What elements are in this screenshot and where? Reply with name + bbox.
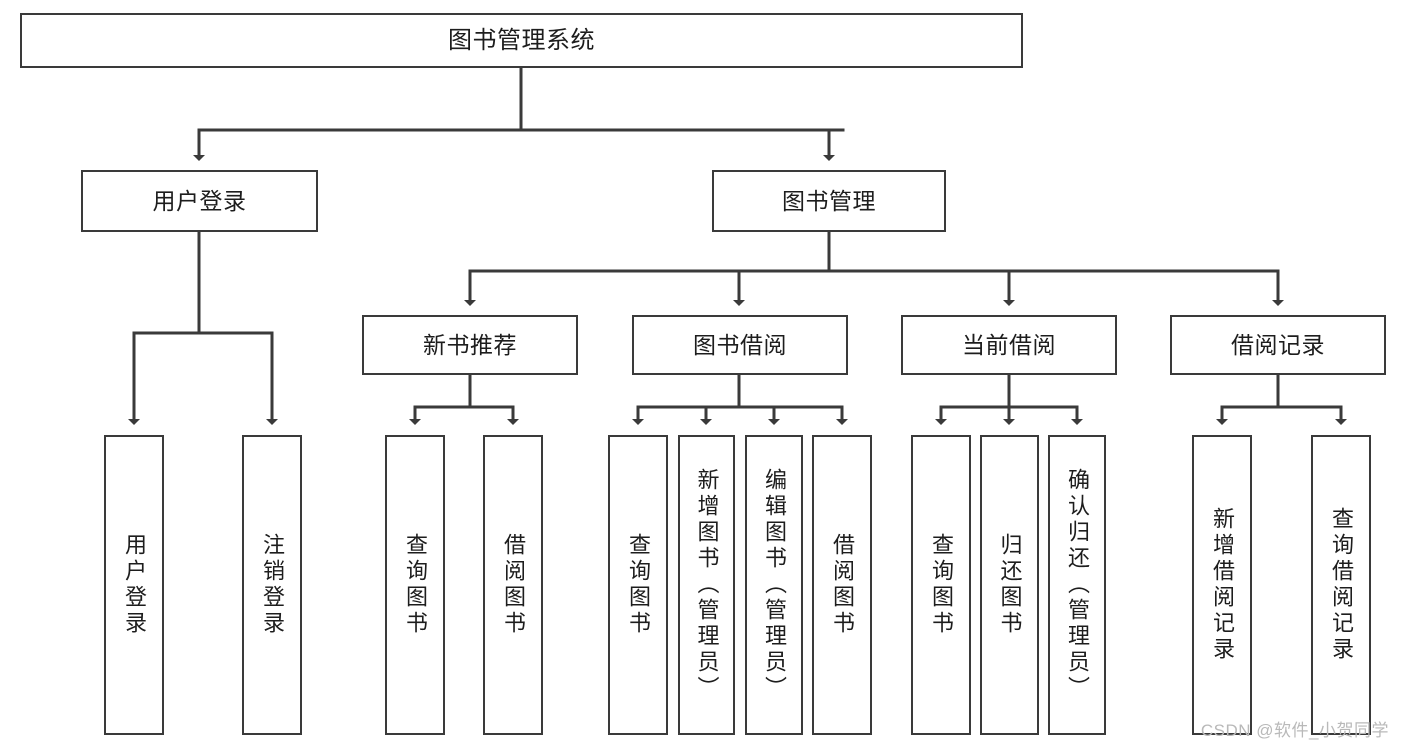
leaf-borrow-book-recommend-label: 借阅图书 xyxy=(501,533,526,637)
leaf-user-login-label: 用户登录 xyxy=(122,533,147,637)
node-current-borrow[interactable]: 当前借阅 xyxy=(901,315,1117,375)
leaf-add-borrow-record-label: 新增借阅记录 xyxy=(1210,507,1235,663)
leaf-return-book-label: 归还图书 xyxy=(997,533,1023,637)
leaf-borrow-book-recommend[interactable]: 借阅图书 xyxy=(483,435,543,735)
leaf-add-book-label: 新增图书（管理员） xyxy=(694,468,720,702)
leaf-add-book[interactable]: 新增图书（管理员） xyxy=(678,435,735,735)
leaf-confirm-return-label: 确认归还（管理员） xyxy=(1065,468,1090,702)
leaf-edit-book[interactable]: 编辑图书（管理员） xyxy=(745,435,803,735)
leaf-query-borrow-record-label: 查询借阅记录 xyxy=(1329,507,1354,663)
leaf-logout-label: 注销登录 xyxy=(260,533,285,637)
node-book-manage-label: 图书管理 xyxy=(782,187,876,214)
node-root-system-label: 图书管理系统 xyxy=(448,26,595,54)
leaf-query-book-borrow[interactable]: 查询图书 xyxy=(608,435,668,735)
node-user-login[interactable]: 用户登录 xyxy=(81,170,318,232)
node-current-borrow-label: 当前借阅 xyxy=(962,331,1056,358)
node-book-borrow[interactable]: 图书借阅 xyxy=(632,315,848,375)
node-user-login-label: 用户登录 xyxy=(152,187,247,214)
node-new-book-recommend-label: 新书推荐 xyxy=(423,331,517,358)
node-borrow-record-label: 借阅记录 xyxy=(1231,331,1325,358)
leaf-logout[interactable]: 注销登录 xyxy=(242,435,302,735)
node-root-system[interactable]: 图书管理系统 xyxy=(20,13,1023,68)
leaf-borrow-book-borrow-label: 借阅图书 xyxy=(830,533,855,637)
leaf-return-book[interactable]: 归还图书 xyxy=(980,435,1039,735)
node-book-borrow-label: 图书借阅 xyxy=(693,331,787,358)
node-new-book-recommend[interactable]: 新书推荐 xyxy=(362,315,578,375)
leaf-edit-book-label: 编辑图书（管理员） xyxy=(762,468,787,702)
leaf-add-borrow-record[interactable]: 新增借阅记录 xyxy=(1192,435,1252,735)
leaf-query-book-borrow-label: 查询图书 xyxy=(626,533,651,637)
node-borrow-record[interactable]: 借阅记录 xyxy=(1170,315,1386,375)
leaf-borrow-book-borrow[interactable]: 借阅图书 xyxy=(812,435,872,735)
leaf-user-login[interactable]: 用户登录 xyxy=(104,435,164,735)
leaf-query-book-current[interactable]: 查询图书 xyxy=(911,435,971,735)
csdn-watermark: CSDN @软件_小贺同学 xyxy=(1200,721,1389,740)
leaf-confirm-return[interactable]: 确认归还（管理员） xyxy=(1048,435,1106,735)
leaf-query-book-current-label: 查询图书 xyxy=(929,533,954,637)
leaf-query-book-recommend[interactable]: 查询图书 xyxy=(385,435,445,735)
leaf-query-borrow-record[interactable]: 查询借阅记录 xyxy=(1311,435,1371,735)
leaf-query-book-recommend-label: 查询图书 xyxy=(403,533,428,637)
node-book-manage[interactable]: 图书管理 xyxy=(712,170,946,232)
